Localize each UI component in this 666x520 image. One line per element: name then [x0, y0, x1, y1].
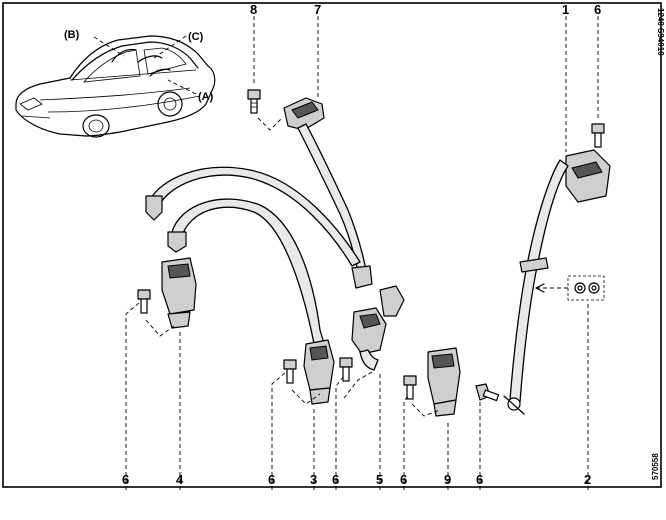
rear-belt-loop-upper [145, 166, 361, 267]
leader-6a [125, 301, 141, 490]
leader-3b [291, 389, 321, 405]
callout-5: 5 [376, 472, 383, 487]
callout-6-d: 6 [400, 472, 407, 487]
callout-4: 4 [176, 472, 184, 487]
bolt-6-mid [339, 357, 353, 382]
leader-4b [145, 319, 175, 337]
retractor-belt-1 [503, 149, 611, 415]
bolt-8 [247, 89, 261, 114]
reference-code-top: 1240 S94010 [656, 8, 665, 56]
buckle-9 [427, 347, 461, 417]
car-label-b: (B) [64, 29, 80, 41]
bolt-6-left [137, 289, 151, 314]
leader-9b [411, 403, 441, 417]
leader-8-b [257, 117, 283, 131]
leader-6d [403, 395, 411, 490]
callout-1: 1 [562, 2, 569, 17]
reference-code-bottom: 570558 [651, 453, 660, 480]
callout-9: 9 [444, 472, 451, 487]
buckle-4 [161, 257, 197, 329]
leader-5b [343, 371, 373, 399]
bolt-6-center [283, 359, 297, 384]
car-illustration [15, 35, 216, 138]
center-belt-7 [283, 97, 367, 273]
callout-8: 8 [250, 2, 257, 17]
buckle-3 [303, 339, 335, 405]
callout-6-top: 6 [594, 2, 601, 17]
arrow-2 [535, 283, 545, 293]
car-label-c: (C) [188, 31, 204, 43]
buckle-5 [351, 265, 405, 371]
diagram-frame [2, 2, 662, 488]
callout-6-a: 6 [122, 472, 129, 487]
callout-6-b: 6 [268, 472, 275, 487]
leader-6b [271, 371, 287, 490]
callout-2: 2 [584, 472, 591, 487]
bolt-6-right [403, 375, 417, 400]
car-label-a: (A) [198, 91, 214, 103]
callout-7: 7 [314, 2, 321, 17]
bolt-6-lower-right [475, 383, 500, 402]
callout-3: 3 [310, 472, 317, 487]
callout-6-c: 6 [332, 472, 339, 487]
leader-6c [335, 375, 345, 490]
callout-6-e: 6 [476, 472, 483, 487]
washers-2 [567, 275, 605, 301]
bolt-6-top-right [591, 123, 605, 148]
